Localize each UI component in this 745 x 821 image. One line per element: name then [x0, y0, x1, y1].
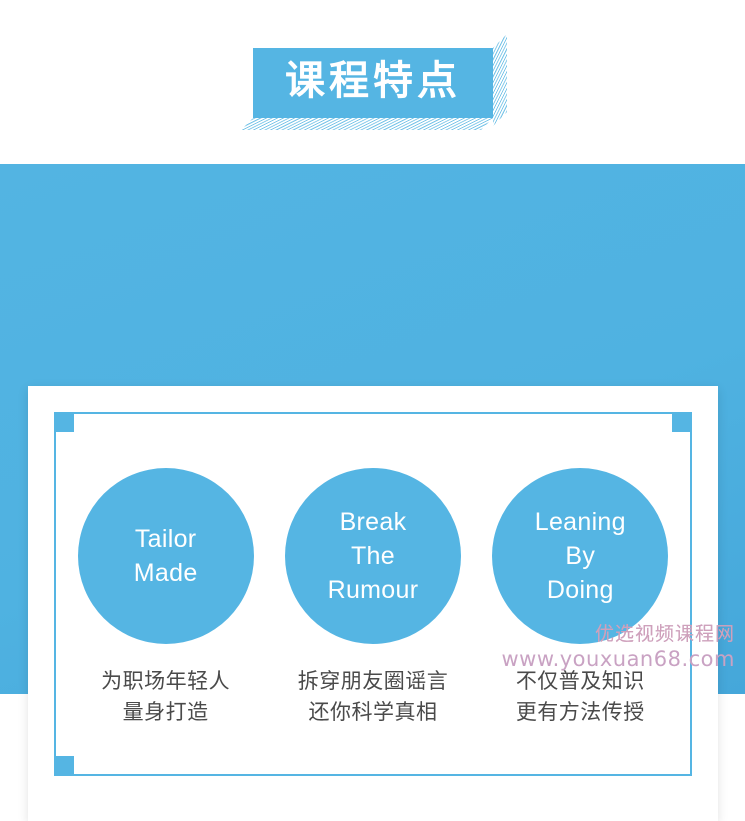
feature-circle: Leaning By Doing: [492, 468, 669, 644]
feature-item: Tailor Made 为职场年轻人 量身打造: [66, 468, 266, 728]
feature-caption: 不仅普及知识 更有方法传授: [516, 666, 645, 728]
feature-circle-line: Break: [339, 508, 407, 536]
feature-caption-line: 更有方法传授: [515, 700, 645, 724]
feature-card: Tailor Made 为职场年轻人 量身打造 Break The Rumour…: [28, 386, 718, 821]
feature-circle-line: Made: [133, 559, 198, 587]
corner-marker-top-left: [54, 412, 74, 432]
feature-list: Tailor Made 为职场年轻人 量身打造 Break The Rumour…: [54, 412, 692, 776]
feature-caption-line: 量身打造: [122, 700, 209, 724]
feature-caption-line: 不仅普及知识: [515, 669, 645, 693]
blue-background-band: Tailor Made 为职场年轻人 量身打造 Break The Rumour…: [0, 164, 745, 821]
banner-hatch-shadow-right: [493, 34, 507, 126]
banner-hatch-shadow-bottom: [241, 118, 493, 130]
feature-item: Leaning By Doing 不仅普及知识 更有方法传授: [480, 468, 680, 728]
banner-area: 课程特点: [0, 0, 745, 164]
feature-caption: 拆穿朋友圈谣言 还你科学真相: [298, 666, 449, 728]
feature-circle-line: Doing: [546, 576, 614, 604]
feature-circle: Break The Rumour: [284, 468, 461, 644]
feature-caption-line: 拆穿朋友圈谣言: [297, 669, 449, 693]
feature-circle-line: The: [350, 542, 395, 570]
title-banner: 课程特点: [241, 34, 507, 130]
feature-circle-line: Leaning: [534, 508, 626, 536]
feature-circle-line: Rumour: [327, 576, 419, 604]
feature-circle-line: By: [565, 542, 596, 570]
page-title: 课程特点: [285, 58, 461, 104]
feature-caption-line: 为职场年轻人: [101, 669, 231, 693]
feature-circle: Tailor Made: [77, 468, 254, 644]
feature-caption-line: 还你科学真相: [308, 700, 438, 724]
feature-caption: 为职场年轻人 量身打造: [101, 666, 230, 728]
feature-circle-line: Tailor: [134, 525, 197, 553]
feature-item: Break The Rumour 拆穿朋友圈谣言 还你科学真相: [273, 468, 473, 728]
corner-marker-top-right: [672, 412, 692, 432]
banner-plate: [253, 48, 493, 118]
